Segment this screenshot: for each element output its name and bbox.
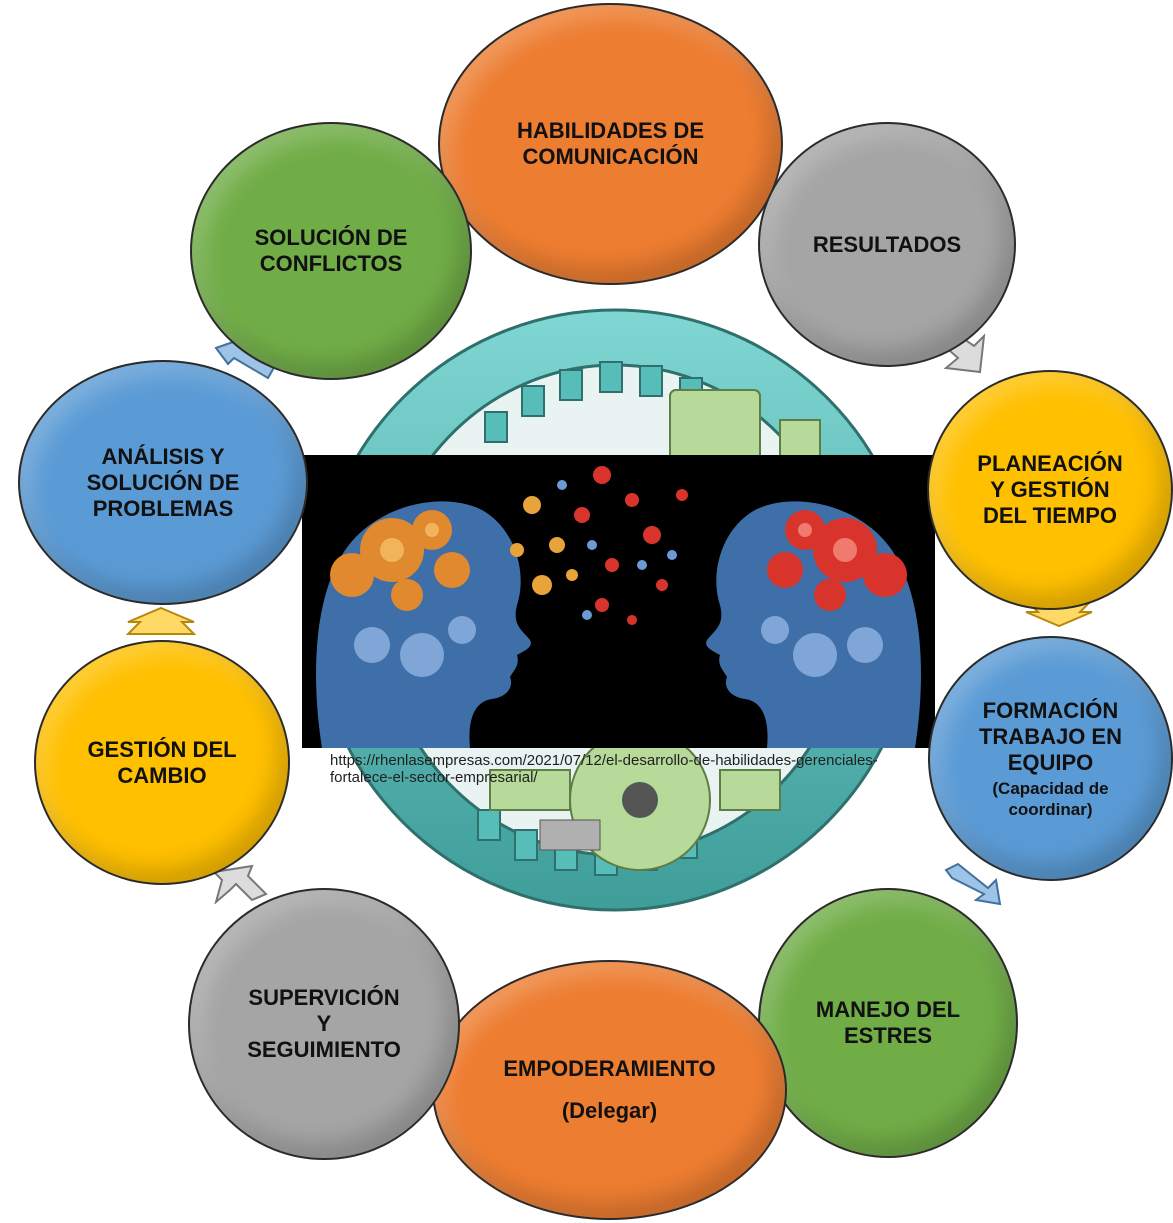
node-planeacion-gestion-tiempo: PLANEACIÓN Y GESTIÓN DEL TIEMPO <box>927 370 1173 610</box>
node-label: EMPODERAMIENTO <box>503 1056 716 1081</box>
node-supervicion-seguimiento: SUPERVICIÓN Y SEGUIMIENTO <box>188 888 460 1160</box>
image-source-url[interactable]: https://rhenlasempresas.com/2021/07/12/e… <box>330 752 878 786</box>
node-label: ANÁLISIS Y SOLUCIÓN DE PROBLEMAS <box>86 443 240 521</box>
node-label: GESTIÓN DEL CAMBIO <box>87 736 237 788</box>
node-resultados: RESULTADOS <box>758 122 1016 367</box>
heads-with-gears-illustration <box>302 455 935 748</box>
node-gestion-cambio: GESTIÓN DEL CAMBIO <box>34 640 290 885</box>
node-label: HABILIDADES DE COMUNICACIÓN <box>516 118 704 169</box>
node-formacion-trabajo-equipo: FORMACIÓN TRABAJO EN EQUIPO (Capacidad d… <box>928 636 1173 881</box>
arrow-supervicion-to-cambio-icon <box>212 864 268 904</box>
arrow-cambio-to-analisis-icon <box>126 606 196 635</box>
node-manejo-estres: MANEJO DEL ESTRES <box>758 888 1018 1158</box>
node-empoderamiento: EMPODERAMIENTO (Delegar) <box>432 960 787 1220</box>
node-label: RESULTADOS <box>812 231 962 257</box>
node-solucion-conflictos: SOLUCIÓN DE CONFLICTOS <box>190 122 472 380</box>
node-sublabel: (Delegar) <box>561 1098 658 1123</box>
node-label: SOLUCIÓN DE CONFLICTOS <box>254 225 408 276</box>
node-label: FORMACIÓN TRABAJO EN EQUIPO <box>978 697 1122 775</box>
node-analisis-solucion-problemas: ANÁLISIS Y SOLUCIÓN DE PROBLEMAS <box>18 360 308 605</box>
node-label: MANEJO DEL ESTRES <box>815 997 961 1048</box>
heads-with-gears-image <box>302 455 935 748</box>
node-label: SUPERVICIÓN Y SEGUIMIENTO <box>247 985 401 1062</box>
node-label: PLANEACIÓN Y GESTIÓN DEL TIEMPO <box>977 451 1123 528</box>
node-habilidades-comunicacion: HABILIDADES DE COMUNICACIÓN <box>438 3 783 285</box>
arrow-formacion-to-estres-icon <box>944 862 1002 906</box>
node-sublabel: (Capacidad de coordinar) <box>992 778 1109 819</box>
